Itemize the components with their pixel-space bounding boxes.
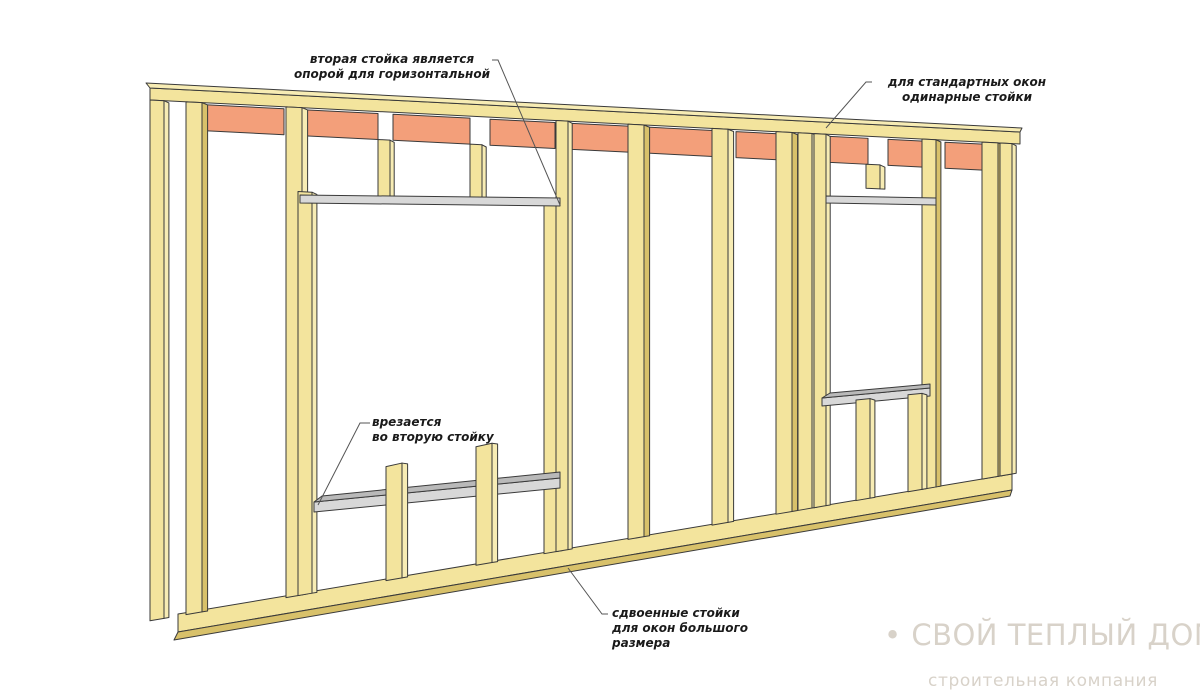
window1-cripple-top-1-side (481, 144, 487, 204)
wall-stud-3-side (643, 124, 651, 538)
window1-cripple-top-0-side (389, 139, 395, 199)
wall-stud-5-side (791, 131, 799, 512)
header-beam-2 (392, 113, 471, 145)
header-beam-4 (571, 122, 629, 153)
header-beam-3 (489, 118, 556, 149)
annotation-line: для окон большого (612, 621, 748, 635)
window2-cripple-top-0 (865, 163, 881, 190)
watermark-subtitle: строительная компания (928, 671, 1158, 691)
leader-second-stud (492, 59, 561, 206)
top-plate-edge (145, 82, 1023, 133)
annotation-standard-windows: для стандартных окон одинарные стойки (876, 75, 1058, 105)
window1-cripple-bottom-0-side (401, 462, 409, 579)
leader-cuts-into (317, 422, 370, 506)
wall-stud-8 (999, 142, 1013, 477)
window2-cripple-bottom-0 (855, 398, 871, 502)
wall-stud-5 (775, 131, 793, 515)
wall-stud-6 (797, 132, 813, 511)
wall-frame (145, 82, 1023, 641)
annotation-line: во вторую стойку (372, 430, 494, 444)
annotation-second-stud: вторая стойка является опорой для горизо… (294, 52, 490, 82)
annotation-line: опорой для горизонтальной (294, 67, 490, 81)
window2-left-stud (813, 133, 827, 509)
annotation-doubled-studs: сдвоенные стойки для окон большого разме… (612, 606, 748, 651)
header-beam-0 (197, 103, 285, 136)
annotation-cuts-into: врезается во вторую стойку (372, 415, 494, 445)
window2-cripple-bottom-1 (907, 392, 923, 493)
window1-left-jack-stud-side (311, 191, 318, 594)
window1-lintel (299, 194, 561, 207)
header-beam-1 (297, 108, 379, 141)
annotation-line: размера (612, 636, 671, 650)
watermark-company-name: • СВОЙ ТЕПЛЫЙ ДОМ • (884, 618, 1200, 652)
window1-cripple-bottom-1 (475, 442, 493, 566)
window1-cripple-bottom-0 (385, 462, 403, 582)
header-beam-5 (647, 126, 721, 158)
header-beam-7 (829, 135, 869, 165)
wall-stud-3 (627, 123, 645, 540)
window1-cripple-top-1 (469, 143, 483, 204)
window1-right-king-stud-side (567, 120, 573, 551)
leader-standard-windows (825, 81, 872, 129)
window2-right-stud-side (935, 139, 942, 488)
leader-doubled-studs (567, 567, 608, 615)
window1-cripple-bottom-1-side (491, 442, 499, 564)
annotation-line: для стандартных окон (887, 75, 1047, 89)
annotation-line: врезается (372, 415, 442, 429)
wall-stud-0 (149, 99, 165, 622)
wall-stud-4 (711, 127, 729, 526)
wall-stud-8-side (1011, 143, 1017, 475)
annotation-line: вторая стойка является (309, 52, 475, 66)
annotation-line: сдвоенные стойки (612, 606, 740, 620)
wall-stud-1-side (201, 102, 209, 613)
window2-left-stud-side (825, 133, 831, 507)
annotation-leader-lines (317, 59, 872, 615)
wall-stud-0-side (163, 100, 170, 619)
window2-sill-top (821, 383, 931, 399)
bottom-plate-edge (173, 489, 1013, 641)
window1-left-jack-stud (297, 190, 313, 597)
window2-cripple-bottom-1-side (921, 392, 928, 490)
window1-cripple-top-0 (377, 139, 391, 199)
window2-cripple-bottom-0-side (869, 398, 876, 499)
window2-cripple-top-0-side (879, 164, 886, 190)
annotation-line: одинарные стойки (901, 90, 1033, 104)
wall-stud-4-side (727, 128, 735, 523)
window2-lintel (825, 195, 937, 206)
wall-stud-7 (981, 141, 999, 480)
wall-stud-1 (185, 101, 203, 616)
